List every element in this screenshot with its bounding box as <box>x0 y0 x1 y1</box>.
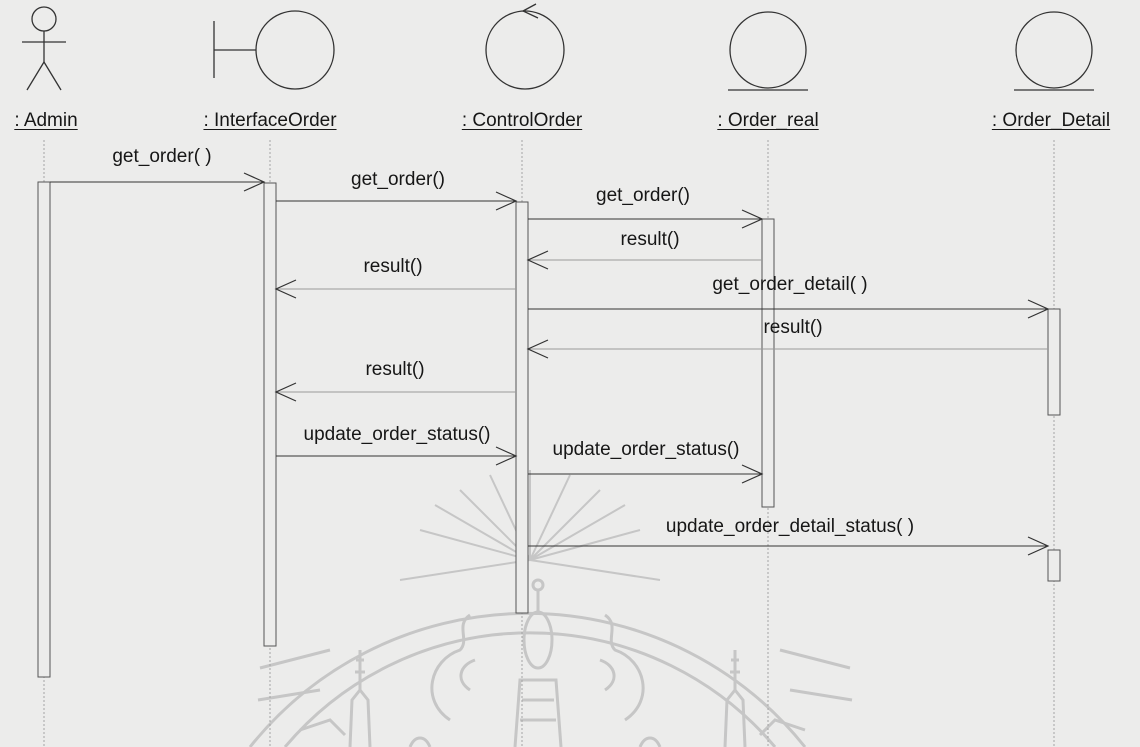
message-label: result() <box>763 317 823 338</box>
activation-order_detail-0 <box>1047 308 1061 416</box>
participant-label-interface: : InterfaceOrder <box>203 110 337 131</box>
message-label: update_order_status() <box>552 439 740 460</box>
message-10 <box>528 464 764 484</box>
activation-order_detail-1 <box>1047 549 1061 582</box>
activation-admin-0 <box>37 181 51 678</box>
message-label: update_order_detail_status( ) <box>665 516 915 537</box>
arrowhead-icon <box>526 339 549 359</box>
participant-label-control: : ControlOrder <box>461 110 583 131</box>
arrowhead-icon <box>741 209 764 229</box>
arrowhead-icon <box>274 382 297 402</box>
participant-label-order_detail: : Order_Detail <box>991 110 1111 131</box>
message-11 <box>528 536 1050 556</box>
arrowhead-icon <box>274 279 297 299</box>
message-label: result() <box>365 359 425 380</box>
message-9 <box>276 446 518 466</box>
arrowhead-icon <box>741 464 764 484</box>
arrowhead-icon <box>495 446 518 466</box>
boundary-icon <box>213 10 335 90</box>
activation-interface-0 <box>263 182 277 647</box>
message-3 <box>528 209 764 229</box>
message-2 <box>276 191 518 211</box>
arrowhead-icon <box>1027 536 1050 556</box>
arrowhead-icon <box>495 191 518 211</box>
activation-control-0 <box>515 201 529 614</box>
message-label: update_order_status() <box>303 424 491 445</box>
arrowhead-icon <box>243 172 266 192</box>
entity-icon <box>728 11 808 91</box>
message-6 <box>528 299 1050 319</box>
message-5 <box>274 279 516 299</box>
message-label: result() <box>620 229 680 250</box>
message-label: get_order( ) <box>112 146 212 167</box>
control-icon <box>485 3 565 90</box>
message-1 <box>50 172 266 192</box>
message-7 <box>526 339 1048 359</box>
entity-icon <box>1014 11 1094 91</box>
message-label: get_order() <box>596 185 690 206</box>
message-label: get_order_detail( ) <box>712 274 868 295</box>
actor-icon <box>22 6 66 91</box>
message-4 <box>526 250 762 270</box>
participant-label-admin: : Admin <box>14 110 78 131</box>
watermark-seal <box>248 470 853 747</box>
arrowhead-icon <box>1027 299 1050 319</box>
activation-order_real-0 <box>761 218 775 508</box>
message-8 <box>274 382 516 402</box>
message-label: result() <box>363 256 423 277</box>
message-label: get_order() <box>351 169 445 190</box>
participant-label-order_real: : Order_real <box>717 110 819 131</box>
arrowhead-icon <box>526 250 549 270</box>
